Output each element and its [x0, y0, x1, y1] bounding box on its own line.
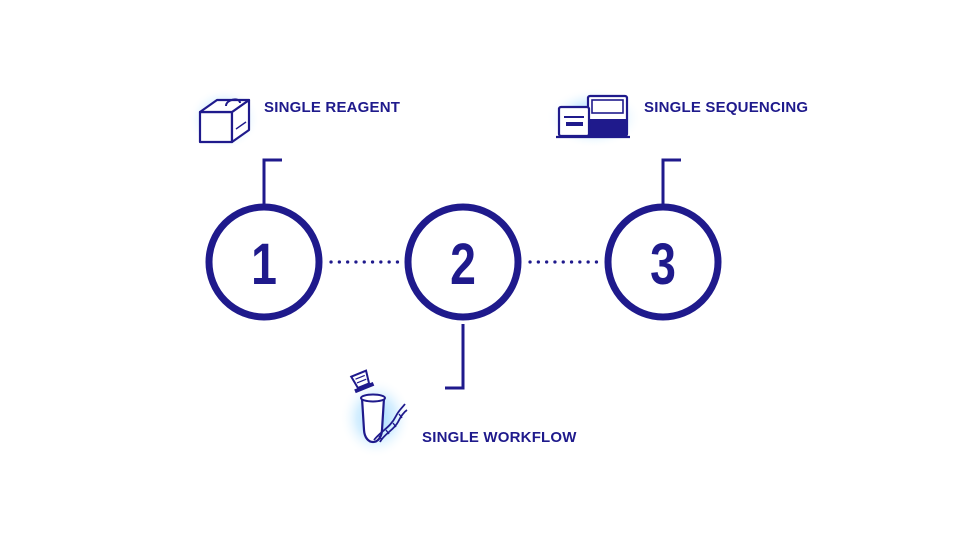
- step-1-circle: [205, 203, 323, 321]
- step-2-node: 2: [404, 203, 522, 321]
- step-1-label: SINGLE REAGENT: [264, 99, 401, 116]
- step-3-circle: [604, 203, 722, 321]
- sample-tube-dna-icon: [340, 369, 412, 458]
- step-1-number: 1: [251, 232, 277, 297]
- step-3-number: 3: [650, 232, 676, 297]
- sequencer-instrument-icon: [546, 88, 642, 148]
- step-2-number: 2: [450, 232, 476, 297]
- step-3-node: 3: [604, 203, 722, 321]
- step-2-label: SINGLE WORKFLOW: [422, 429, 577, 446]
- step-3-label: SINGLE SEQUENCING: [644, 99, 809, 116]
- step-2-circle: [404, 203, 522, 321]
- leader-step-1: [262, 158, 282, 204]
- reagent-box-icon: [188, 88, 260, 150]
- leader-step-2: [445, 324, 465, 390]
- step-1-node: 1: [205, 203, 323, 321]
- leader-step-3: [661, 158, 681, 204]
